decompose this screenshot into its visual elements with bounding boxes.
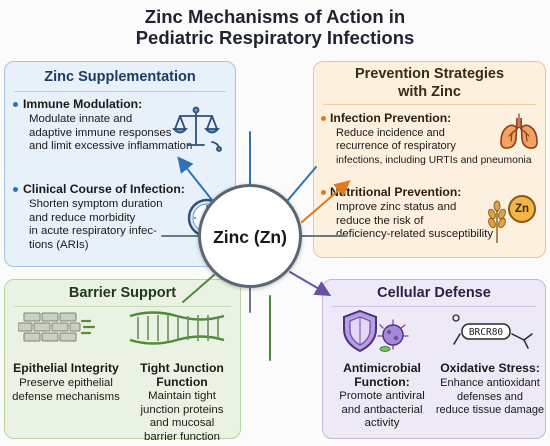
tight-junction-icon — [129, 311, 225, 345]
text-line: adaptive immune responses — [29, 126, 172, 139]
text-line: activity — [364, 417, 400, 430]
text-line: reduce tissue damage — [435, 404, 545, 417]
text-line: and reduce morbidity — [29, 211, 136, 224]
text-line: Shorten symptom duration — [29, 198, 163, 210]
infection-prevention-text: Reduce incidence and recurrence of respi… — [336, 127, 532, 167]
text-line: Enhance antioxidant — [440, 377, 540, 389]
text-line: deficiency-related susceptibility — [336, 228, 494, 241]
tight-junction-title-line-1: Tight Junction — [140, 361, 224, 375]
infection-prevention-title: Infection Prevention: — [330, 111, 452, 125]
connector-bottom-left — [182, 274, 215, 303]
molecule-icon: BRCR80 — [452, 314, 533, 349]
text-line: Preserve epithelial — [19, 377, 113, 389]
text-line: junction proteins — [140, 403, 224, 416]
bullet-dot — [321, 190, 326, 195]
text-line: and mucosal — [149, 417, 215, 430]
bullet-dot — [321, 116, 326, 121]
clinical-course-text: Shorten symptom duration and reduce morb… — [29, 198, 163, 252]
text-line: reduce the risk of — [336, 214, 424, 227]
connector-top-right — [287, 166, 317, 201]
immune-modulation-title: Immune Modulation: — [23, 97, 143, 111]
zinc-hub: Zinc (Zn) — [198, 184, 302, 288]
lungs-icon — [500, 113, 538, 149]
text-line: defenses and — [456, 390, 524, 403]
heading-zinc-supplementation: Zinc Supplementation — [44, 69, 196, 85]
balance-scale-icon — [172, 106, 222, 152]
divider — [332, 306, 536, 307]
clinical-course-title: Clinical Course of Infection: — [23, 182, 185, 196]
antimicrobial-title-line-2: Function: — [354, 375, 410, 389]
panel-barrier-support — [4, 279, 241, 439]
text-line: tions (ARIs) — [29, 238, 89, 251]
title-line-2: Pediatric Respiratory Infections — [135, 27, 415, 48]
oxidative-stress-title: Oxidative Stress: — [440, 361, 540, 375]
text-line: in acute respiratory infec- — [29, 225, 157, 238]
brick-wall-icon — [18, 312, 96, 342]
title-line-1: Zinc Mechanisms of Action in — [144, 6, 406, 27]
nutritional-prevention-text: Improve zinc status and reduce the risk … — [336, 201, 493, 242]
bullet-dot — [13, 102, 18, 107]
shield-icon — [343, 309, 377, 353]
oxidative-stress-text: Enhance antioxidant defenses and reduce … — [434, 377, 546, 418]
epithelial-integrity-text: Preserve epithelial defense mechanisms — [7, 377, 125, 404]
heading-prevention-line-1: Prevention Strategies — [354, 66, 505, 82]
arrow-to-prevention — [301, 180, 351, 223]
antimicrobial-title-line-1: Antimicrobial — [343, 361, 421, 375]
epithelial-integrity-title: Epithelial Integrity — [13, 361, 119, 375]
divider — [14, 91, 226, 92]
panel-cellular-defense — [322, 279, 546, 439]
divider — [323, 104, 536, 105]
zn-badge-icon: Zn — [508, 195, 536, 223]
nutritional-prevention-title: Nutritional Prevention: — [330, 185, 462, 199]
antimicrobial-text: Promote antiviral and antbacterial activ… — [326, 390, 438, 431]
text-line: infections, including URTIs and pneumoni… — [336, 154, 532, 166]
heading-barrier-support: Barrier Support — [68, 285, 177, 301]
text-line: recurrence of respiratory — [336, 140, 456, 153]
bullet-dot — [13, 187, 18, 192]
microbe-icon — [377, 319, 409, 352]
text-line: barrier function — [144, 430, 220, 443]
wheat-icon — [488, 200, 506, 243]
heading-prevention-line-2: with Zinc — [398, 84, 461, 100]
arrow-to-supplementation — [177, 156, 213, 201]
text-line: Improve zinc status and — [336, 201, 457, 213]
text-line: and limit excessive inflammation — [29, 140, 193, 153]
text-line: Reduce incidence and — [336, 127, 445, 139]
hub-label: Zinc (Zn) — [213, 227, 287, 247]
zn-badge-label: Zn — [514, 203, 530, 215]
tight-junction-title-line-2: Function — [156, 375, 208, 389]
immune-modulation-text: Modulate innate and adaptive immune resp… — [29, 113, 192, 154]
panel-prevention-strategies — [313, 61, 546, 258]
text-line: and antbacterial — [341, 403, 423, 416]
heading-cellular-defense: Cellular Defense — [377, 285, 491, 301]
divider — [14, 306, 231, 307]
text-line: Maintain tight — [148, 390, 216, 402]
molecule-label: BRCR80 — [469, 327, 504, 338]
tight-junction-text: Maintain tight junction proteins and muc… — [124, 390, 240, 444]
text-line: Promote antiviral — [339, 390, 425, 402]
text-line: defense mechanisms — [12, 390, 120, 403]
text-line: Modulate innate and — [29, 113, 133, 125]
arrow-to-cellular — [289, 271, 332, 297]
